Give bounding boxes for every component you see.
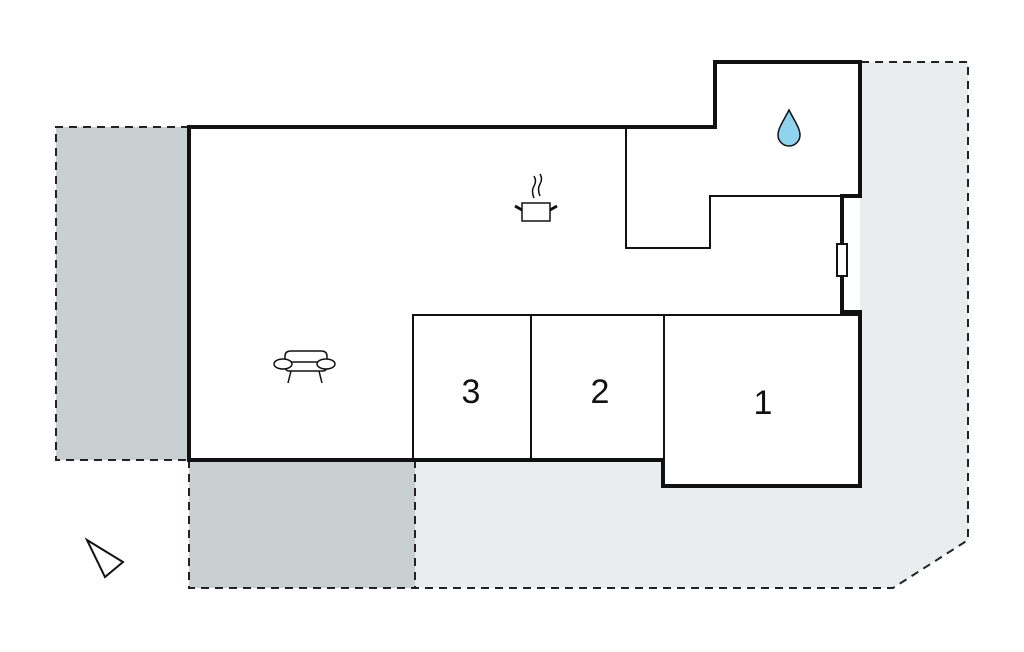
terrace-left bbox=[56, 127, 189, 460]
water-drop-icon bbox=[777, 108, 801, 147]
sofa-icon bbox=[273, 350, 336, 384]
terrace-bottom bbox=[189, 460, 415, 588]
window-icon bbox=[836, 243, 848, 277]
room-label-3: 3 bbox=[462, 373, 481, 411]
house-interior bbox=[189, 62, 860, 486]
kitchen-pot-icon bbox=[514, 173, 558, 222]
property-boundary bbox=[55, 61, 969, 589]
room-label-2: 2 bbox=[591, 373, 610, 411]
interior-walls bbox=[412, 127, 860, 486]
exterior-walls bbox=[187, 60, 862, 488]
north-arrow-icon bbox=[84, 537, 125, 579]
garden-area bbox=[415, 62, 968, 588]
room-label-1: 1 bbox=[754, 384, 773, 422]
